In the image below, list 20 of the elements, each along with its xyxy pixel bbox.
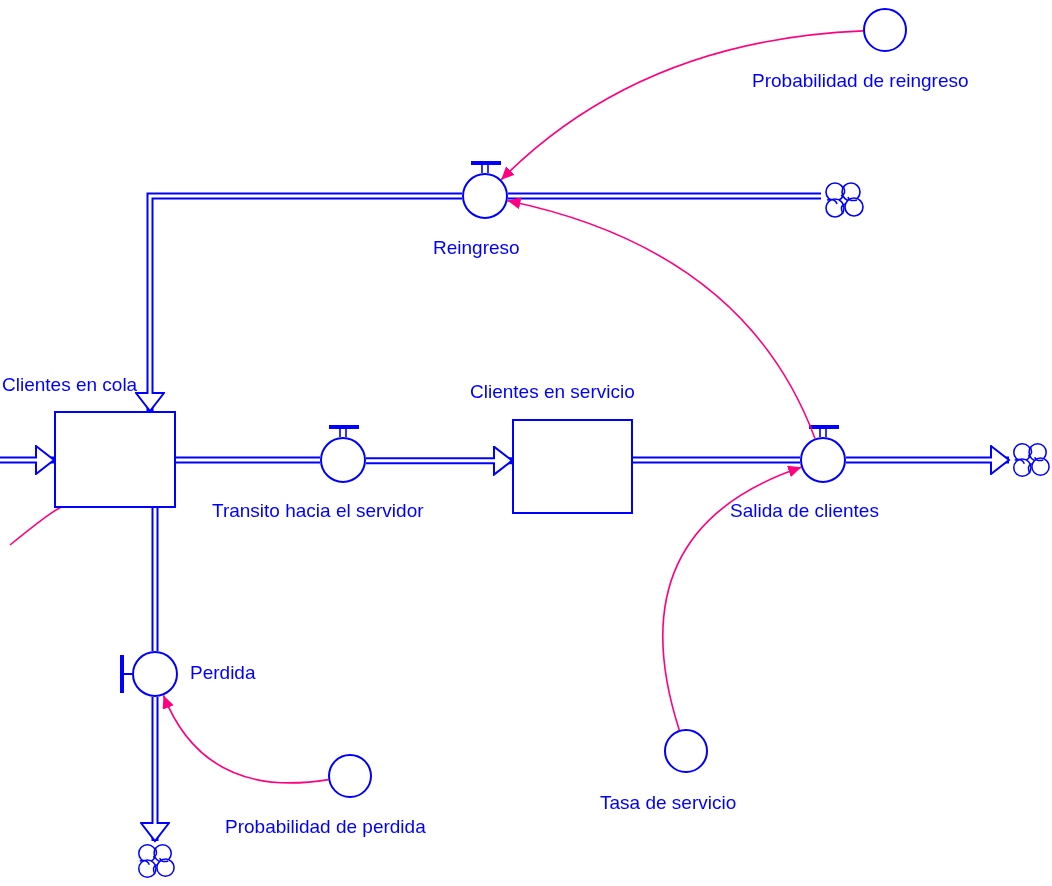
variable-label: Probabilidad de reingreso — [752, 70, 969, 92]
flow-pipe — [135, 192, 462, 412]
link-arrow — [662, 466, 802, 731]
variable-label: Reingreso — [433, 237, 520, 259]
variable-label: Tasa de servicio — [600, 792, 737, 814]
variable-label: Clientes en cola — [2, 374, 138, 396]
flow-pipe — [633, 456, 800, 464]
link-arrow — [500, 30, 864, 181]
flow-pipe — [0, 445, 55, 475]
flow-pipe — [140, 697, 170, 842]
flow-pipe — [151, 508, 159, 651]
variable-label: Salida de clientes — [730, 500, 879, 522]
flow-pipe — [176, 456, 320, 464]
variable-label: Probabilidad de perdida — [225, 816, 426, 838]
variable-label: Perdida — [190, 662, 256, 684]
variable-label: Transito hacia el servidor — [212, 500, 424, 522]
variable-label: Clientes en servicio — [470, 381, 635, 403]
flow-pipe — [366, 445, 513, 476]
flow-pipe — [846, 445, 1010, 475]
flow-pipe — [508, 192, 821, 200]
